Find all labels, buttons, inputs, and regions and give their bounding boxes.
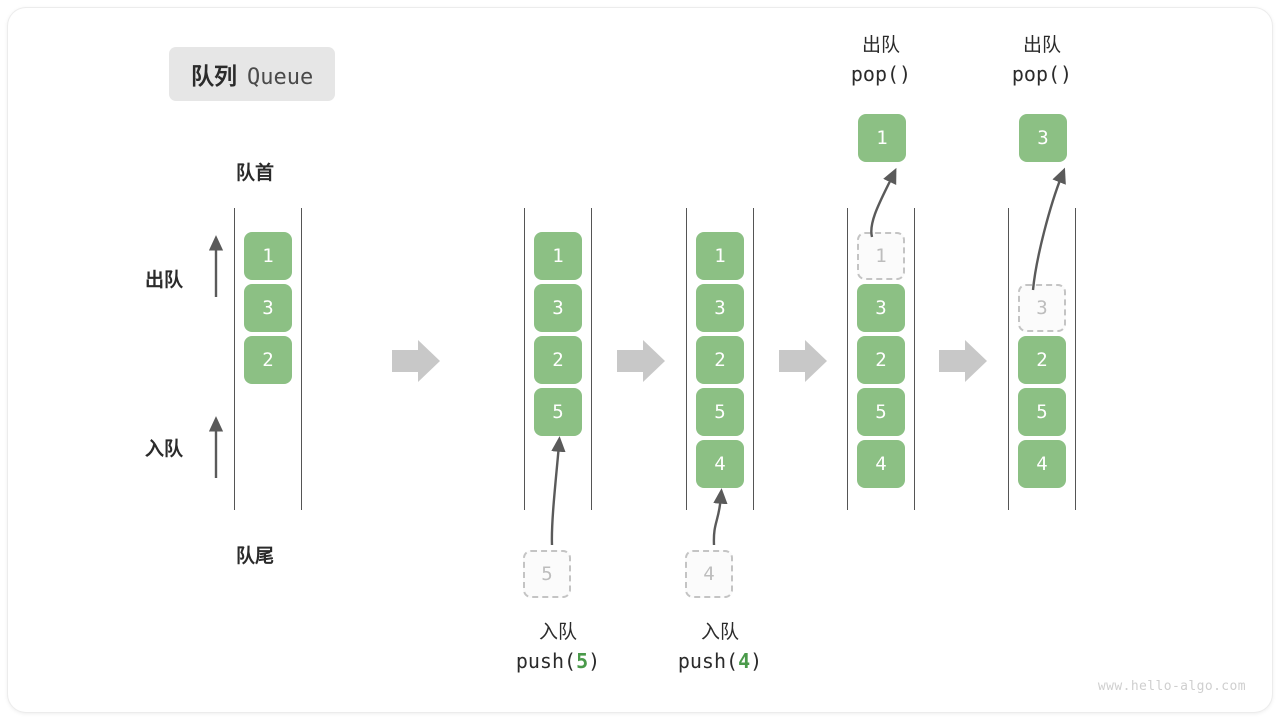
queue-cell: 2 xyxy=(244,336,292,384)
caption-pop-1: 出队 pop() xyxy=(791,33,971,88)
caption-code: pop() xyxy=(850,61,912,86)
popped-cell: 1 xyxy=(858,114,906,162)
label-dequeue: 出队 xyxy=(145,270,184,291)
queue-cell: 2 xyxy=(1018,336,1066,384)
rail-left xyxy=(1008,208,1009,510)
queue-cell: 2 xyxy=(696,336,744,384)
rail-right xyxy=(914,208,915,510)
incoming-ghost-cell: 5 xyxy=(523,550,571,598)
rail-right xyxy=(301,208,302,510)
queue-cell: 3 xyxy=(696,284,744,332)
queue-cell-new: 5 xyxy=(534,388,582,436)
rail-left xyxy=(847,208,848,510)
rail-left xyxy=(234,208,235,510)
rail-left xyxy=(524,208,525,510)
queue-cell-new: 4 xyxy=(696,440,744,488)
rail-right xyxy=(1075,208,1076,510)
rail-right xyxy=(753,208,754,510)
label-enqueue: 入队 xyxy=(145,439,184,460)
queue-cell: 1 xyxy=(534,232,582,280)
caption-cn: 入队 xyxy=(700,622,739,643)
outgoing-ghost-cell: 1 xyxy=(857,232,905,280)
diagram-card xyxy=(8,8,1272,712)
caption-cn: 入队 xyxy=(538,622,577,643)
caption-cn: 出队 xyxy=(1022,35,1061,56)
queue-cell: 5 xyxy=(857,388,905,436)
popped-cell: 3 xyxy=(1019,114,1067,162)
title-chinese: 队列 xyxy=(191,63,237,89)
caption-code: push(5) xyxy=(515,648,601,673)
queue-cell: 5 xyxy=(1018,388,1066,436)
title-english: Queue xyxy=(247,65,314,90)
diagram-title-badge: 队列 Queue xyxy=(169,47,336,101)
queue-cell: 3 xyxy=(534,284,582,332)
caption-push-5: 入队 push(5) xyxy=(458,620,658,675)
queue-cell: 1 xyxy=(244,232,292,280)
rail-left xyxy=(686,208,687,510)
caption-code: pop() xyxy=(1011,61,1073,86)
watermark: www.hello-algo.com xyxy=(1097,679,1246,694)
queue-cell: 1 xyxy=(696,232,744,280)
caption-pop-3: 出队 pop() xyxy=(952,33,1132,88)
queue-cell: 4 xyxy=(857,440,905,488)
rail-right xyxy=(591,208,592,510)
queue-cell: 3 xyxy=(857,284,905,332)
queue-cell: 2 xyxy=(534,336,582,384)
caption-code: push(4) xyxy=(677,648,763,673)
queue-cell: 3 xyxy=(244,284,292,332)
queue-cell: 5 xyxy=(696,388,744,436)
label-rear: 队尾 xyxy=(236,546,275,567)
queue-cell: 2 xyxy=(857,336,905,384)
queue-cell-empty xyxy=(1018,232,1066,280)
incoming-ghost-cell: 4 xyxy=(685,550,733,598)
queue-cell: 4 xyxy=(1018,440,1066,488)
caption-cn: 出队 xyxy=(861,35,900,56)
caption-push-4: 入队 push(4) xyxy=(620,620,820,675)
outgoing-ghost-cell: 3 xyxy=(1018,284,1066,332)
label-front: 队首 xyxy=(236,163,275,184)
